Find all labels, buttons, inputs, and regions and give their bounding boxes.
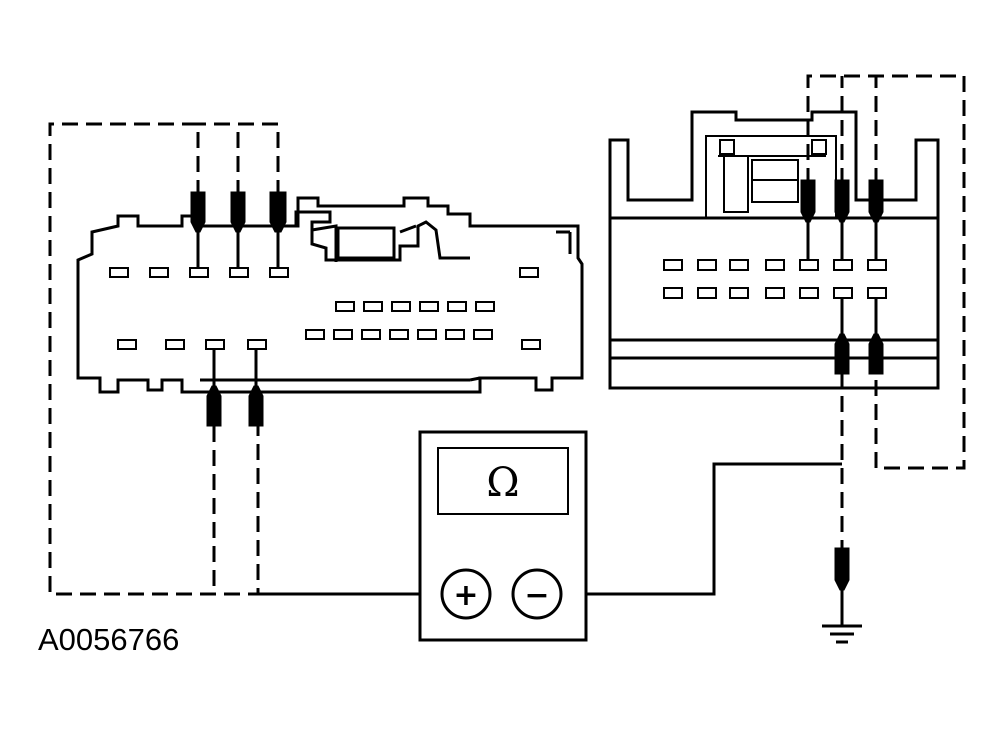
- pin: [473, 329, 493, 340]
- ohmmeter-display: [437, 447, 569, 515]
- jumper-wire-left-inner: [198, 122, 280, 196]
- test-probe-icon: [868, 333, 884, 375]
- pin: [419, 301, 439, 312]
- ohmmeter-icon: Ω + −: [418, 430, 588, 642]
- pin: [117, 339, 137, 350]
- pin: [335, 301, 355, 312]
- left-connector-pins: [109, 267, 541, 350]
- test-probe-icon: [206, 385, 222, 427]
- pin: [867, 259, 887, 271]
- left-connector-latch: [294, 210, 470, 262]
- pin: [229, 267, 249, 278]
- pin: [729, 259, 749, 271]
- negative-terminal: [511, 568, 563, 620]
- pin: [305, 329, 325, 340]
- pin: [697, 259, 717, 271]
- test-probe-icon: [800, 179, 816, 223]
- right-connector: [608, 110, 940, 390]
- test-probe-icon: [834, 547, 850, 591]
- positive-terminal: [440, 568, 492, 620]
- right-connector-body: [608, 110, 940, 390]
- test-probe-icon: [868, 179, 884, 223]
- pin: [833, 259, 853, 271]
- pin: [389, 329, 409, 340]
- pin: [165, 339, 185, 350]
- pin: [363, 301, 383, 312]
- pin: [729, 287, 749, 299]
- ground-symbol-icon: [822, 624, 862, 644]
- pin: [391, 301, 411, 312]
- pin: [833, 287, 853, 299]
- pin: [663, 259, 683, 271]
- pin: [867, 287, 887, 299]
- test-probe-icon: [230, 191, 246, 233]
- pin: [417, 329, 437, 340]
- jumper-wire-right-a: [806, 74, 966, 470]
- negative-test-lead: [564, 462, 842, 596]
- pin: [247, 339, 267, 350]
- pin: [765, 259, 785, 271]
- test-probe-icon: [269, 191, 287, 233]
- pin: [521, 339, 541, 350]
- test-probe-icon: [834, 333, 850, 375]
- pin: [361, 329, 381, 340]
- pin: [475, 301, 495, 312]
- ohm-symbol: Ω: [486, 460, 519, 506]
- test-probe-icon: [248, 385, 264, 427]
- pin: [697, 287, 717, 299]
- jumper-wire-left-outer: [48, 122, 260, 596]
- test-probe-icon: [190, 191, 206, 233]
- jumper-wires: [48, 74, 966, 596]
- positive-symbol: +: [453, 578, 478, 613]
- pin: [445, 329, 465, 340]
- pin: [663, 287, 683, 299]
- pin: [447, 301, 467, 312]
- pin: [519, 267, 539, 278]
- pin: [189, 267, 209, 278]
- pin: [149, 267, 169, 278]
- left-connector: [76, 196, 584, 394]
- test-probes: [190, 179, 884, 591]
- pin: [765, 287, 785, 299]
- test-leads: [196, 220, 878, 626]
- pin: [109, 267, 129, 278]
- pin: [799, 259, 819, 271]
- pin: [269, 267, 289, 278]
- figure-reference-code: A0056766: [38, 622, 180, 657]
- pin: [333, 329, 353, 340]
- test-probe-icon: [834, 179, 850, 223]
- right-connector-pins: [663, 259, 887, 299]
- pin: [799, 287, 819, 299]
- pin: [205, 339, 225, 350]
- negative-symbol: −: [524, 578, 549, 613]
